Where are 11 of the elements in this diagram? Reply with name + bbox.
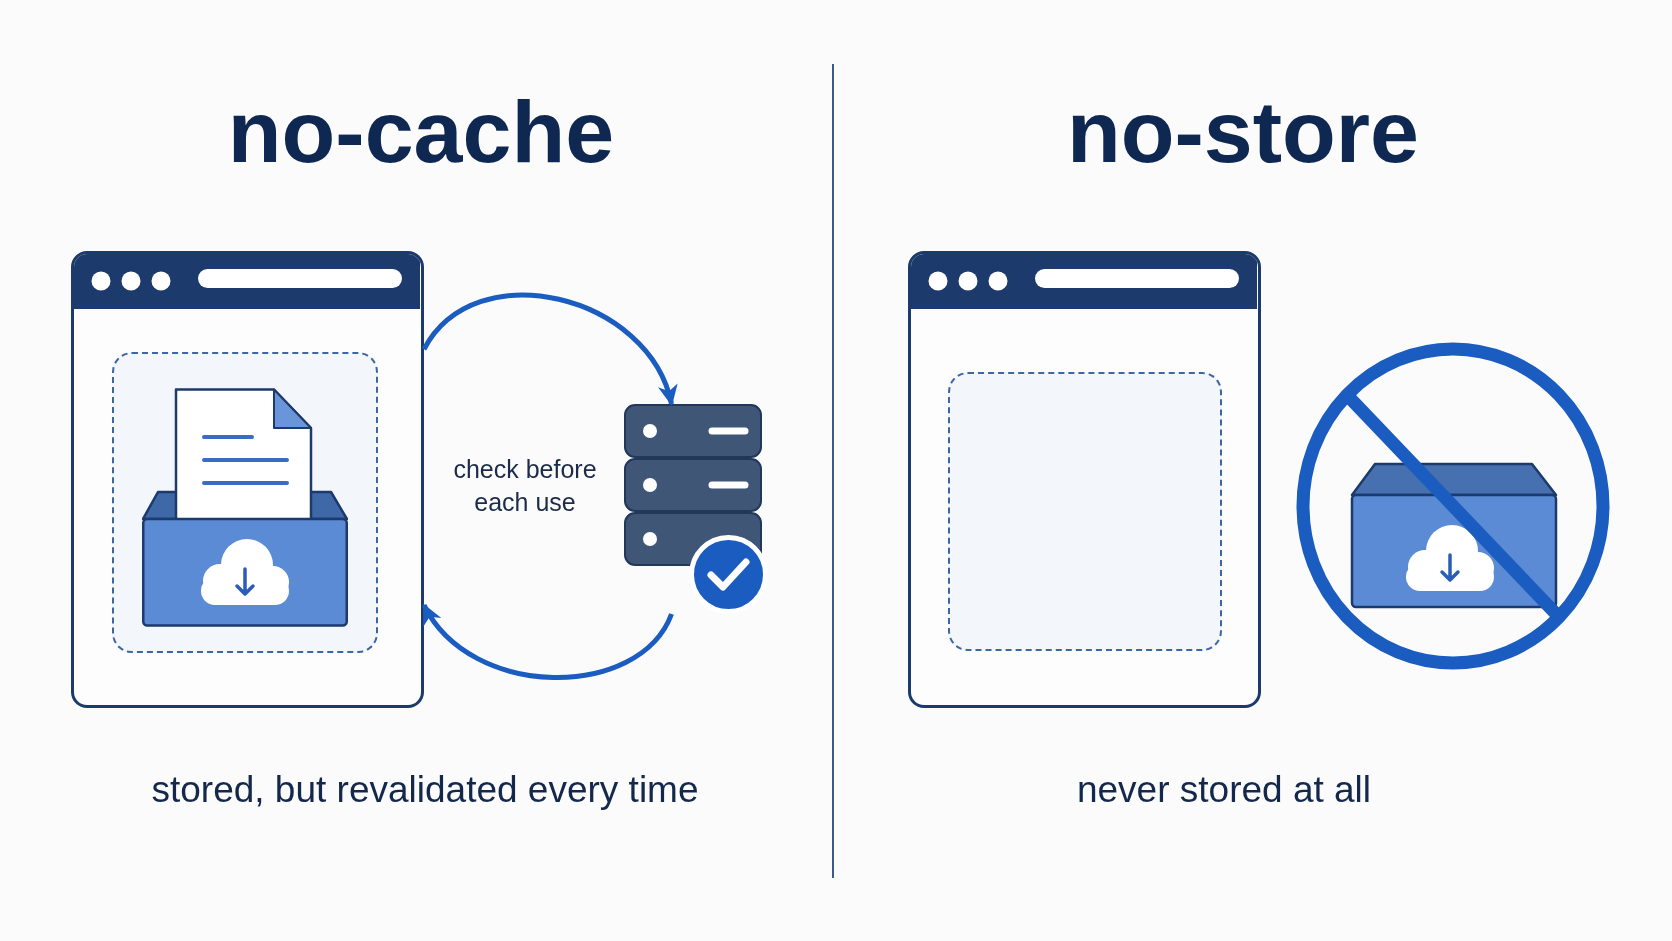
dashed-drop-area: [112, 352, 378, 653]
panel-heading: no-store: [1067, 88, 1419, 176]
browser-window: [71, 251, 424, 708]
caption: stored, but revalidated every time: [151, 771, 699, 808]
panel-heading: no-cache: [227, 88, 615, 176]
empty-dashed-area: [948, 372, 1222, 651]
caption: never stored at all: [1076, 771, 1372, 808]
curved-arrow: [421, 292, 676, 406]
annotation-text: check before each use: [452, 454, 598, 518]
curved-arrow: [421, 603, 674, 680]
browser-window: [908, 251, 1261, 708]
